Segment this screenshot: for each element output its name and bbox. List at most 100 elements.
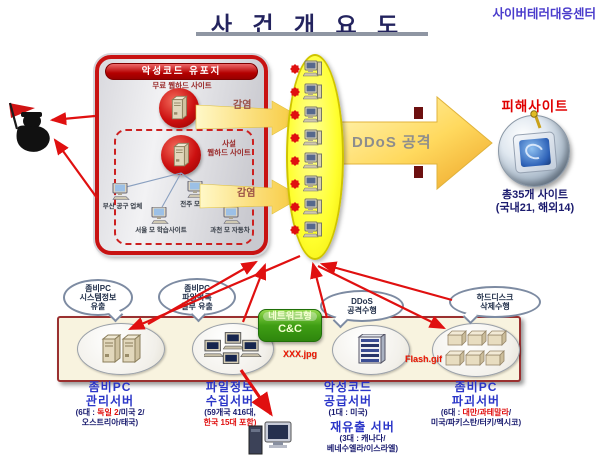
hard-disk-boxes-icon [445,330,507,366]
victim-breakdown: (국내21, 해외14) [495,202,575,214]
webhard-server-1-icon [159,88,199,128]
callout-line: 시스템정보 [79,293,117,302]
tower-server-icon [171,95,188,120]
callout-line: 파일목록 [182,292,212,302]
zombie-pc-icon [303,60,322,77]
victim-site-name: 서울 모 학습사이트 [135,227,187,234]
rack-server-icon [357,334,386,364]
malware-distribution-box: 악성코드 유포지 무료 웹하드 사이트 사설 [95,55,268,255]
zombie-pc-icon [303,83,322,100]
server-detail: (3대 : 캐나다/ [339,434,386,443]
infection-star-icon [290,156,300,166]
server-name: 좀비PC [454,380,498,394]
infection-star-icon [290,110,300,120]
file-label-jpg: XXX.jpg [283,349,318,359]
server-label-releak: 재유출 서버 (3대 : 캐나다/ 베네수엘라/이스라엘) [300,420,425,453]
server-name: 재유출 서버 [330,420,395,434]
tower-server-icon [121,334,142,364]
webhard-site-2-label-line2: 웹하드 사이트 [207,148,251,157]
victim-site-name: 과천 모 자동차 [210,227,250,234]
server-detail: (6대 : 독일 2/미국 2/ [75,408,145,417]
server-name: 공급서버 [323,393,373,408]
server-name: 악성코드 [323,380,373,394]
webhard-site-2-label-line1: 사설 [222,139,236,148]
callout-hdd-delete: 하드디스크 삭제수행 [449,286,541,318]
destroy-server-circle [432,323,520,377]
zombie-pc-icon [303,175,322,192]
zombie-row [288,60,323,78]
mgmt-server-circle [77,323,165,375]
zombie-pc-icon [303,198,322,215]
zombie-row [288,221,323,239]
malware-box-title: 악성코드 유포지 [105,63,258,80]
infection-star-icon [290,87,300,97]
tower-server-icon [101,334,122,364]
callout-system-info-leak: 좀비PC 시스템정보 유출 [63,279,133,316]
callout-line: 하드디스크 [476,293,514,302]
callout-line: 유출 [90,302,106,311]
zombie-row [288,175,323,193]
zombie-pc-icon [303,152,322,169]
org-label: 사이버테러대응센터 [492,7,596,21]
server-label-zombie-mgmt: 좀비PC 관리서버 (6대 : 독일 2/미국 2/ 오스트리아/태국) [55,380,165,427]
victim-site-count: 총35개 사이트 (국내21, 해외14) [480,189,590,215]
supply-server-circle [332,325,410,375]
pushpin-icon [530,110,542,129]
cnc-label-line2: C&C [278,323,302,335]
victim-pc-icon [151,207,169,224]
infection-star-icon [290,133,300,143]
webhard-site-1-label: 무료 웹하드 사이트 [152,81,212,90]
server-detail: (1대 : 미국) [328,408,368,417]
server-detail: 미국/파키스탄/터키/멕시코) [430,417,522,427]
server-detail: 한국 15대 포함) [203,417,257,427]
callout-line: 삭제수행 [480,302,510,311]
server-name: 파일정보 [205,380,255,394]
victim-pc-icon [112,183,130,200]
callout-line: 일부 유출 [181,301,213,311]
cnc-box: 네트워크형 C&C [258,309,322,342]
server-name: 파괴서버 [451,393,501,408]
infection-star-icon [290,64,300,74]
callout-line: DDoS [351,297,373,306]
infection-star-icon [290,179,300,189]
victim-total: 총35개 사이트 [502,189,568,201]
collect-server-circle [192,323,274,375]
server-name: 수집서버 [205,393,255,408]
webhard-server-2-icon [161,135,201,175]
victim-site-name: 전주 모 대학 [180,201,214,208]
server-detail: (6대 : 대만/과테말라/ [440,408,512,417]
zombie-row [288,152,323,170]
infection-star-icon [290,225,300,235]
zombie-row [288,198,323,216]
server-detail: 베네수엘라/이스라엘) [326,443,399,453]
callout-file-list-leak: 좀비PC 파일목록 일부 유출 [158,278,236,316]
zombie-pc-icon [303,129,322,146]
victim-pc-icon [223,207,241,224]
callout-line: 공격수행 [347,306,377,315]
zombie-pc-icon [303,106,322,123]
zombie-row [288,83,323,101]
hacker-icon [8,102,50,152]
infection-label-bottom: 감염 [237,188,256,199]
server-name: 관리서버 [85,393,135,408]
title-underline [196,32,428,36]
tower-server-icon [173,142,190,167]
server-detail: 오스트리아/태국) [81,417,139,427]
victim-site-title: 피해사이트 [501,99,569,114]
ddos-arrow-label: DDoS 공격 [352,134,432,151]
zombie-row [288,106,323,124]
zombie-pc-icon [303,221,322,238]
file-label-gif: Flash.gif [405,354,443,364]
callout-line: 좀비PC [184,283,210,293]
server-label-malware-supply: 악성코드 공급서버 (1대 : 미국) [298,380,398,418]
server-name: 좀비PC [88,380,132,394]
victim-site-icon [498,110,570,187]
server-detail: (59개국 416대, [204,408,256,417]
infection-star-icon [290,202,300,212]
zombie-row [288,129,323,147]
cnc-label-line1: 네트워크형 [268,311,312,322]
callout-ddos-attack: DDoS 공격수행 [320,290,404,322]
webhard-site-2-label: 사설 웹하드 사이트 [203,139,255,157]
